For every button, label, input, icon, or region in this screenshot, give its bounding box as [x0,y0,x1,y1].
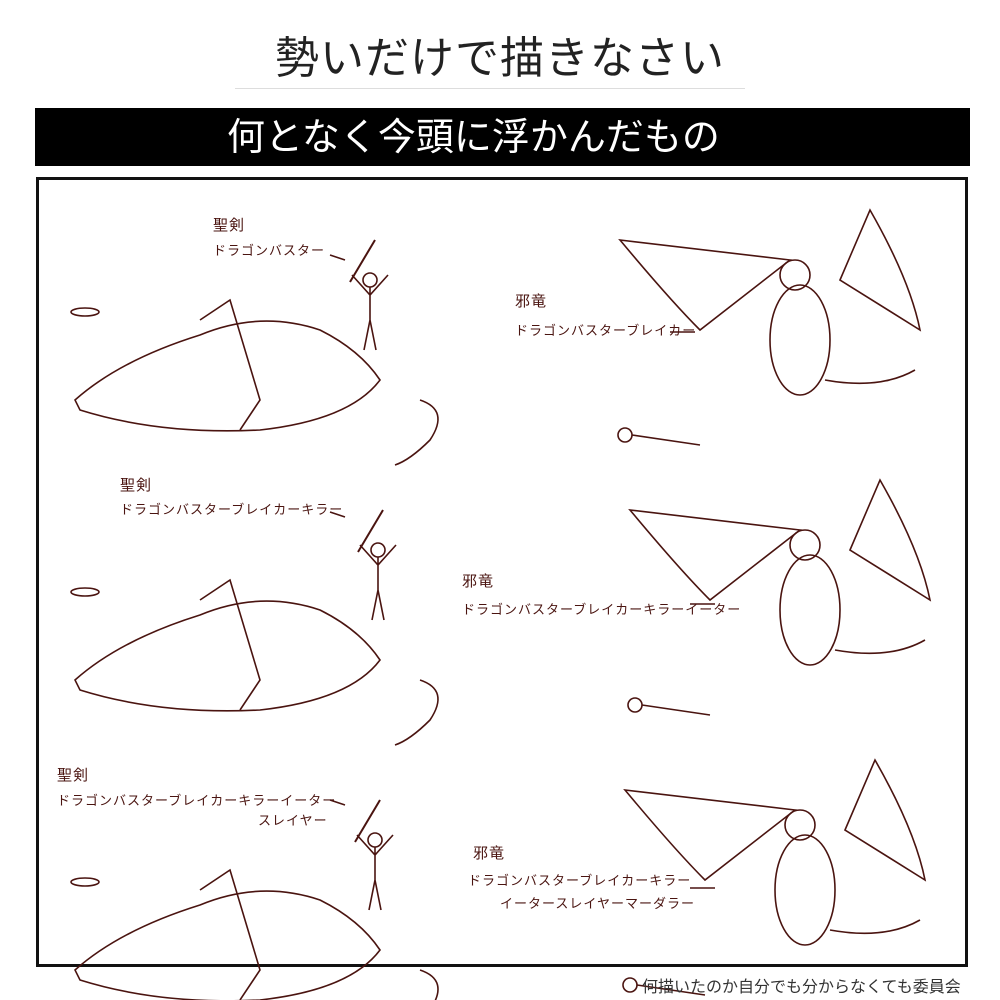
dragon-body [769,284,831,396]
dragon-name: ドラゴンバスターブレイカーキラー [468,874,692,889]
sword-name: ドラゴンバスターブレイカーキラー [120,503,344,518]
fallen-hero-head [627,697,643,713]
dragon-tail [394,399,439,466]
sword-heading: 聖剣 [120,476,153,494]
dragon-head [789,529,821,561]
hero-head [367,832,383,848]
dragon-tail [829,919,921,935]
lying-dragon [74,890,381,1000]
sword-name: ドラゴンバスターブレイカーキラーイーター [57,794,337,809]
hero-head [362,272,378,288]
dragon-body [779,554,841,666]
dragon-left-wing [618,238,793,332]
dragon-name: ドラゴンバスターブレイカーキラーイーター [462,603,742,618]
sword [349,239,376,283]
sword-heading: 聖剣 [213,216,246,234]
dragon-left-wing [628,508,803,602]
dragon-wing [199,578,261,711]
lying-dragon [74,320,381,432]
page-title: 勢いだけで描きなさい [275,33,725,84]
dragon-right-wing [848,478,932,602]
halo-icon [70,877,100,887]
dragon-heading: 邪竜 [473,844,506,862]
arrow-icon [329,511,346,518]
sword-heading: 聖剣 [57,766,90,784]
fallen-hero-body [636,984,706,996]
title-underline [235,88,745,89]
dragon-tail [394,679,439,746]
fallen-hero-body [631,434,701,446]
hero-head [370,542,386,558]
sword [354,799,381,843]
dragon-body [774,834,836,946]
sword-name-line2: スレイヤー [258,814,328,829]
footer-caption: 何描いたのか自分でも分からなくても委員会 [642,977,961,996]
sword [357,509,384,553]
dragon-heading: 邪竜 [515,292,548,310]
dragon-name: ドラゴンバスターブレイカー [515,324,697,339]
hero-body [359,544,397,621]
dragon-name-line2: イータースレイヤーマーダラー [500,897,695,912]
hero-body [351,274,389,351]
dragon-head [779,259,811,291]
dragon-left-wing [623,788,798,882]
dragon-right-wing [838,208,922,332]
arrow-icon [329,799,346,806]
fallen-hero-body [641,704,711,716]
sword-name: ドラゴンバスター [213,244,326,259]
dragon-tail [824,369,916,385]
lying-dragon [74,600,381,712]
dragon-wing [199,868,261,1000]
dragon-heading: 邪竜 [462,572,495,590]
hero-body [356,834,394,911]
dragon-head [784,809,816,841]
comic-panel [36,177,968,967]
dragon-tail [419,969,439,1000]
dragon-wing [199,298,261,431]
theme-banner: 何となく今頭に浮かんだもの [35,108,970,166]
dragon-tail [834,639,926,655]
fallen-hero-head [617,427,633,443]
arrow-icon [329,254,346,261]
halo-icon [70,307,100,317]
fallen-hero-head [622,977,638,993]
dragon-right-wing [843,758,927,882]
halo-icon [70,587,100,597]
